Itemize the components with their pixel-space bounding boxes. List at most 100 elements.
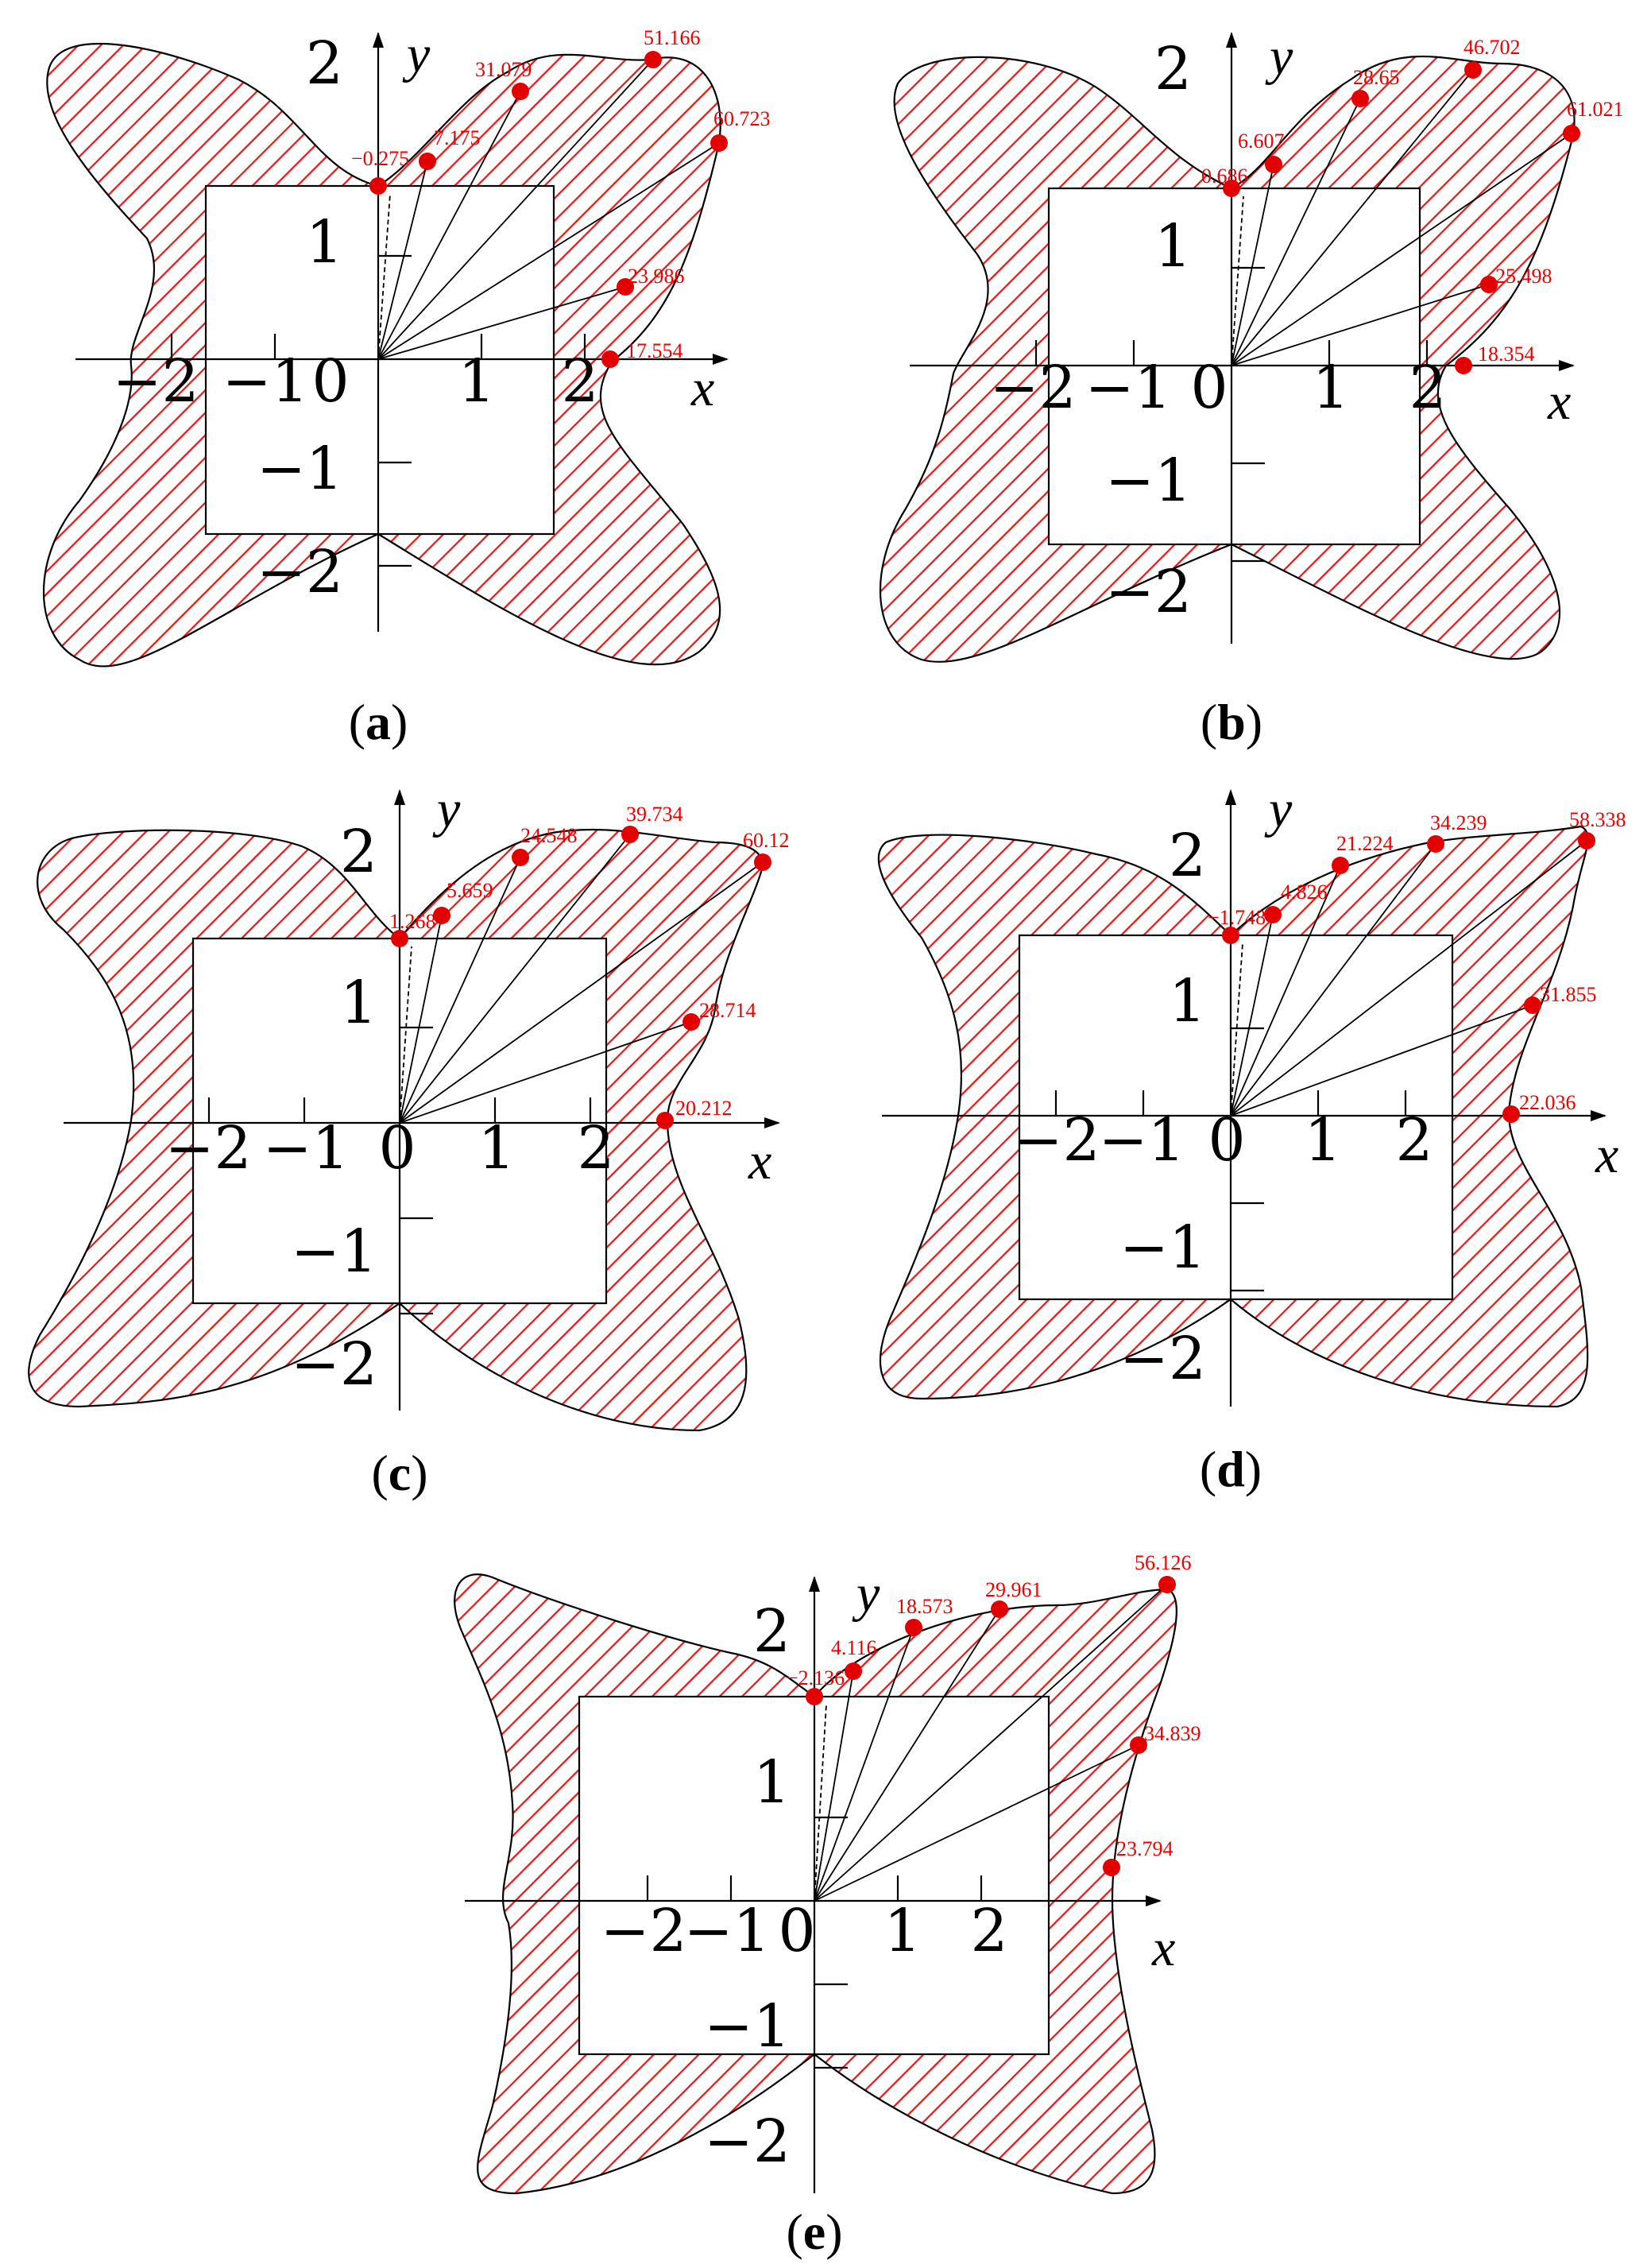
ray [1231,69,1474,366]
x-axis-label: x [1595,1126,1618,1184]
ray-dashed [814,1704,827,1902]
ray [377,161,428,360]
boundary-point [1351,90,1369,107]
y-tick-label: 2 [340,818,377,886]
y-tick-label: −2 [257,538,343,606]
x-tick-label: 1 [1304,1106,1341,1175]
y-tick-label: 1 [753,1748,791,1817]
boundary-point [656,1112,674,1129]
origin-label: 0 [378,1114,416,1182]
boundary-point [1502,1105,1520,1123]
ray [1231,133,1572,366]
point-value-label: 23.986 [628,265,685,288]
boundary-point [1222,927,1239,944]
y-tick-label: −2 [291,1330,377,1399]
ray [1230,865,1341,1117]
point-value-label: 51.166 [644,26,701,49]
point-value-label: −1.748 [1208,906,1266,929]
panel-caption: (d) [1200,1441,1262,1497]
x-axis-label: x [690,359,714,417]
point-value-label: 61.021 [1567,98,1624,121]
ray [377,59,654,360]
boundary-point [644,51,662,68]
origin-label: 0 [1190,354,1228,422]
boundary-point [621,826,639,843]
y-tick-label: −1 [704,1992,791,2061]
boundary-point [1427,835,1444,853]
ray [1231,98,1361,366]
ray [814,1584,1168,1902]
point-value-label: 5.659 [447,879,493,902]
boundary-point [991,1600,1008,1618]
y-tick-label: −1 [257,435,343,503]
point-value-label: 25.498 [1495,265,1552,288]
point-value-label: 34.839 [1144,1722,1201,1745]
point-value-label: 60.12 [743,829,790,852]
boundary-point [845,1662,862,1680]
y-tick-label: −2 [1105,558,1192,626]
y-tick-label: −2 [1119,1325,1206,1393]
point-value-label: 39.734 [626,803,683,826]
ray-dashed [377,193,391,360]
point-value-label: −0.275 [351,147,409,170]
x-tick-label: −1 [683,1897,770,1965]
x-tick-label: −2 [164,1114,251,1182]
point-value-label: 0.686 [1201,164,1248,188]
x-tick-label: −1 [262,1114,349,1182]
y-tick-label: 1 [340,969,377,1037]
boundary-point [710,134,728,152]
y-tick-label: 2 [1169,822,1206,890]
point-value-label: 1.268 [389,910,436,933]
ray [399,857,521,1124]
x-tick-label: 2 [561,347,598,416]
ray-dashed [1231,195,1244,366]
point-value-label: 6.607 [1238,130,1285,153]
ray [399,915,443,1124]
point-value-label: 4.116 [831,1636,877,1659]
y-tick-label: −1 [1105,447,1192,515]
boundary-point [433,907,450,924]
panel-caption: (c) [371,1445,427,1501]
boundary-point [1480,276,1498,293]
x-tick-label: 2 [1395,1106,1433,1175]
y-tick-label: 2 [753,1597,791,1666]
point-value-label: 24.548 [520,824,578,847]
x-tick-label: −2 [1013,1106,1100,1175]
y-axis-label: y [852,1565,880,1623]
y-axis-label: y [1265,28,1293,86]
point-value-label: 18.573 [896,1595,953,1618]
ray [377,286,626,360]
y-axis-label: y [432,780,461,838]
boundary-point [1524,997,1541,1014]
x-tick-label: 1 [1312,354,1349,422]
y-tick-label: −1 [291,1217,377,1286]
point-value-label: 7.175 [434,126,481,149]
ray [377,91,521,360]
boundary-point [512,849,529,866]
point-value-label: 58.338 [1569,808,1626,831]
ray [1231,284,1490,366]
x-tick-label: 1 [478,1114,515,1182]
ray [1230,1004,1533,1117]
boundary-point [512,83,529,100]
x-tick-label: −1 [1085,354,1171,422]
ray [814,1670,854,1902]
boundary-point [1265,156,1282,173]
ray-dashed [1230,942,1243,1117]
point-value-label: 56.126 [1135,1551,1192,1574]
square-hole [1018,934,1454,1301]
boundary-point [1223,180,1240,197]
ray [814,1608,1000,1902]
boundary-point [1264,906,1282,923]
boundary-point [1158,1576,1176,1593]
point-value-label: 60.723 [713,107,771,130]
y-tick-label: −1 [1119,1213,1206,1282]
panel-caption: (b) [1201,694,1262,750]
ray [814,1627,914,1902]
